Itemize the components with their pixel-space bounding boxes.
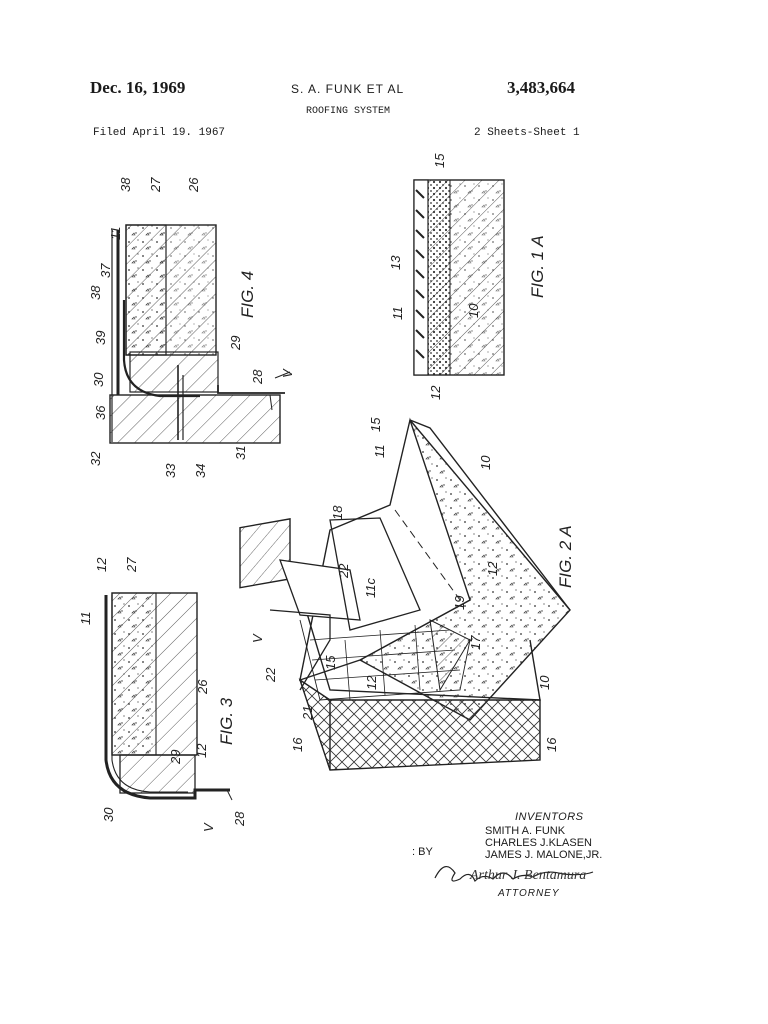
fig2a-ref-numeral: 15 [368,417,383,432]
inventor-name: CHARLES J.KLASEN [485,837,592,849]
attorney-label: ATTORNEY [498,888,560,899]
fig4-ref-numeral: 29 [228,336,243,351]
figure-3: FIG. 3 12 27 11 26 12 29 30V 28 [78,557,247,832]
fig3-ref-numeral: 28 [232,811,247,827]
fig3-ref-numeral: 29 [168,750,183,765]
fig2a-label: FIG. 2 A [556,525,575,588]
fig3-ref-numeral: V [201,822,216,832]
figure-1a: FIG. 1 A 15 13 11 10 12 [388,153,547,400]
fig2a-ref-numeral: 18 [330,505,345,520]
fig1a-ref-numeral: 13 [388,255,403,270]
inventor-short: S. A. FUNK ET AL [291,82,405,96]
fig2a-ref-numeral: 22 [336,563,351,579]
fig3-ref-numeral: 26 [195,679,210,695]
fig4-ref-numeral: 34 [193,464,208,478]
fig4-ref-numeral: 38 [88,285,103,300]
fig4-ref-numeral: 36 [93,405,108,420]
fig3-label: FIG. 3 [217,697,236,745]
fig2a-ref-numeral: 21 [300,706,315,721]
fig4-ref-numeral: 38 [118,177,133,192]
attorney-signature: Arthur J. Bentamura [470,868,587,883]
patent-title: ROOFING SYSTEM [306,106,391,117]
fig4-ref-numeral: 28 [250,369,265,385]
patent-number: 3,483,664 [507,78,575,97]
fig2a-ref-numeral: 12 [485,561,500,576]
fig2a-ref-numeral: 22 [263,667,278,683]
fig2a-ref-numeral: 10 [537,675,552,690]
fig4-ref-numeral: 27 [148,177,163,193]
fig1a-ref-numeral: 15 [432,153,447,168]
fig4-ref-numeral: 31 [233,446,248,460]
fig4-ref-numeral: 39 [93,331,108,345]
figure-4: FIG. 4 38 27 26 11 37 38 39 29 30 28 V 36 32 33 34 31 [88,177,295,478]
fig4-ref-numeral: 30 [91,372,106,387]
fig3-ref-numeral: 30 [101,807,116,822]
by-label: : BY [412,846,433,858]
inventors-heading: INVENTORS [515,811,584,823]
fig2a-ref-numeral: 15 [323,655,338,670]
fig3-ref-numeral: 12 [94,557,109,572]
fig2a-ref-numeral: 11 [372,445,387,459]
patent-date: Dec. 16, 1969 [90,78,186,97]
fig1a-ref-numeral: 12 [428,385,443,400]
fig2a-ref-numeral: V [250,633,265,643]
fig2a-ref-numeral: 11c [363,578,378,598]
fig2a-ref-numeral: 16 [544,737,559,752]
fig4-ref-numeral: 32 [88,451,103,466]
fig2a-ref-numeral: 10 [478,455,493,470]
fig4-ref-numeral: V [280,368,295,378]
fig4-label: FIG. 4 [238,271,257,318]
fig2a-ref-numeral: 16 [290,737,305,752]
fig4-ref-numeral: 11 [108,227,123,241]
fig2a-ref-numeral: 17 [468,635,483,650]
fig4-ref-numeral: 33 [163,463,178,478]
fig4-ref-numeral: 37 [98,263,113,278]
fig3-ref-numeral: 11 [78,612,93,626]
fig1a-label: FIG. 1 A [528,235,547,298]
signature-stroke [434,866,594,883]
fig4-ref-numeral: 26 [186,177,201,193]
inventor-name: SMITH A. FUNK [485,825,566,837]
sheet-count: 2 Sheets-Sheet 1 [474,127,580,139]
fig1a-ref-numeral: 11 [390,307,405,321]
fig2a-ref-numeral: 12 [364,675,379,690]
fig3-ref-numeral: 27 [124,557,139,573]
figure-2a: FIG. 2 A 15 11 10 18 22 11c 12 19 17 V 15 12 22 21 10 1… [239,417,575,771]
inventor-name: JAMES J. MALONE,JR. [485,849,603,861]
filed-date: Filed April 19. 1967 [93,127,226,139]
fig3-ref-numeral: 12 [194,743,209,758]
fig2a-ref-numeral: 19 [452,596,467,610]
fig1a-ref-numeral: 10 [466,303,481,318]
